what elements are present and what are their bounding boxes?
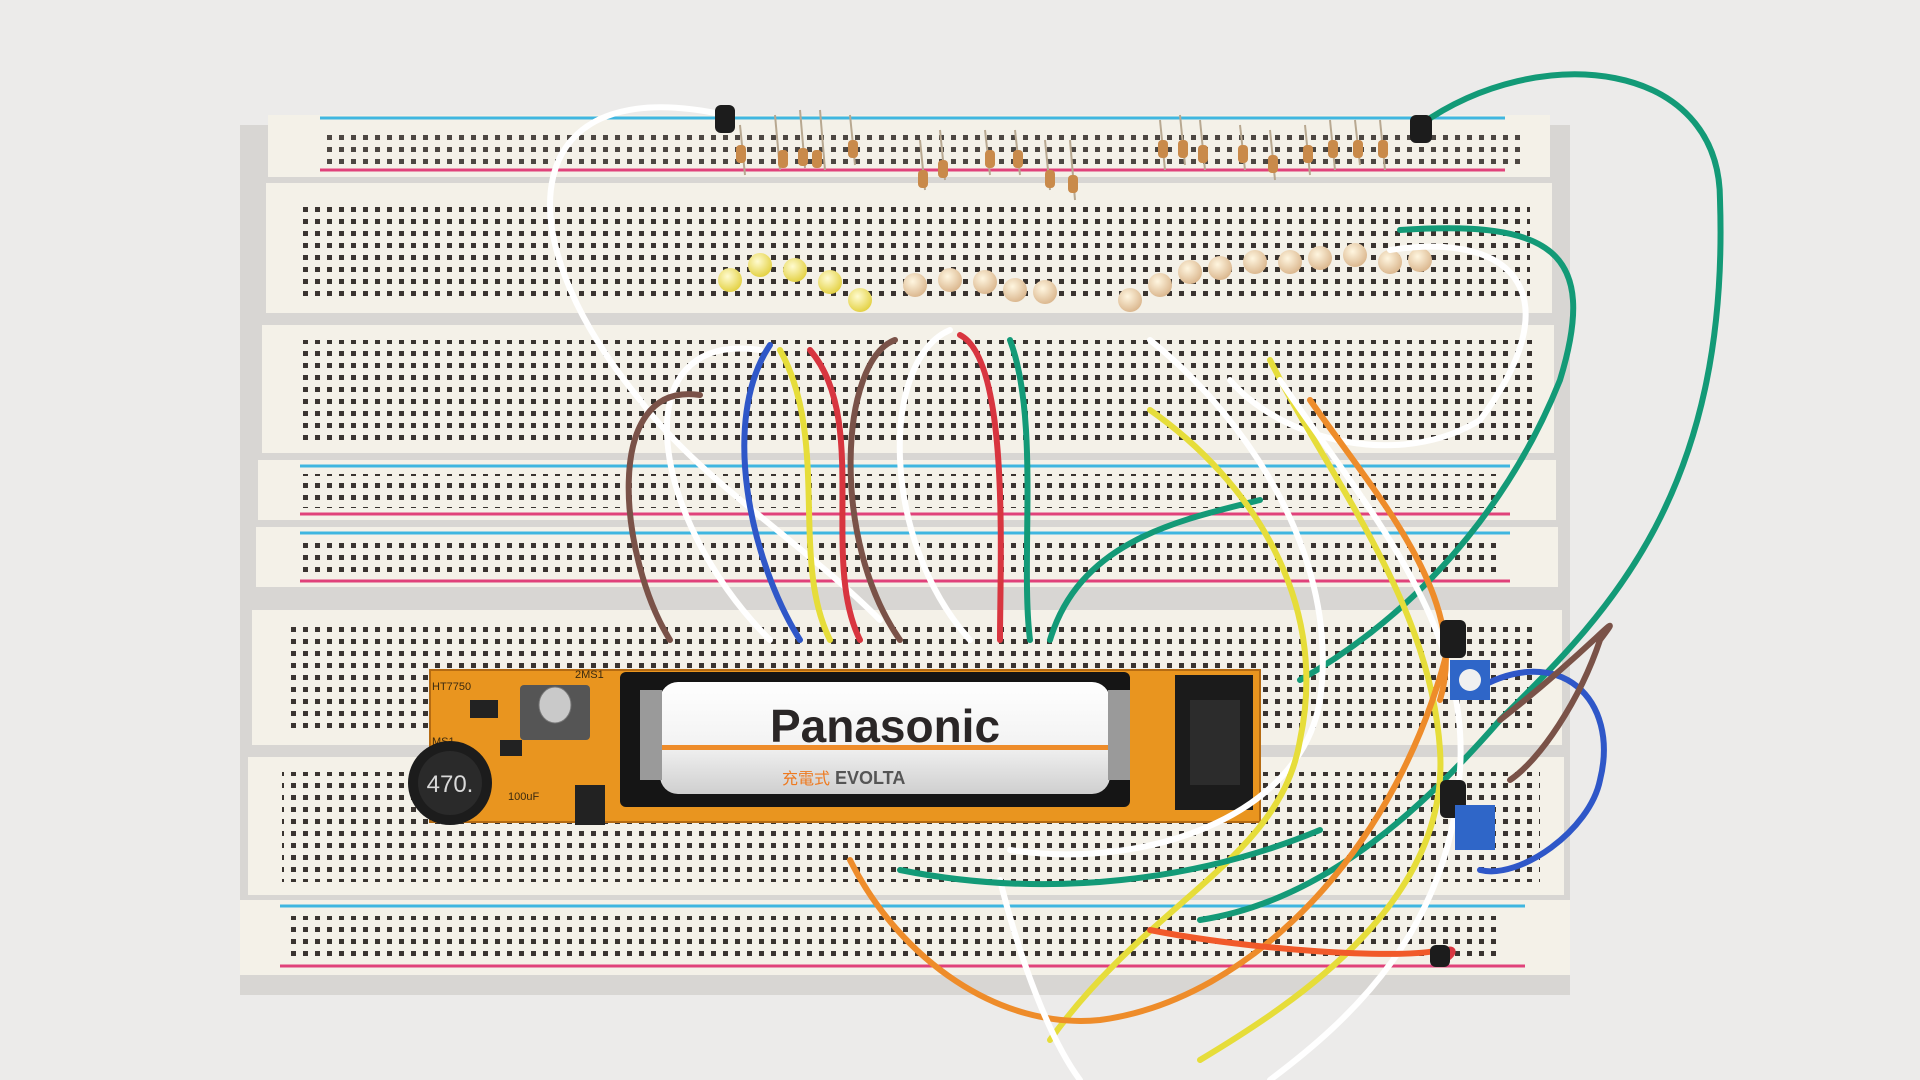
wire-green-1 bbox=[1007, 337, 1033, 643]
pcb-label-diode: 2MS1 bbox=[575, 669, 604, 681]
wire-white-5 bbox=[1007, 337, 1326, 858]
battery-brand: Panasonic bbox=[770, 700, 1000, 752]
wire-brown-1 bbox=[625, 391, 703, 643]
battery-series-prefix: 充電式 bbox=[782, 770, 830, 788]
wire-yellow-1 bbox=[777, 347, 833, 643]
wire-red-1 bbox=[807, 347, 863, 643]
resistor-bodies bbox=[736, 140, 1388, 193]
wire-red-2 bbox=[957, 332, 1004, 643]
wire-brown-3 bbox=[1497, 622, 1613, 783]
wire-white-3 bbox=[896, 327, 973, 643]
wire-white-1 bbox=[547, 104, 883, 623]
battery-series: EVOLTA bbox=[835, 768, 905, 788]
wire-green-2 bbox=[1047, 497, 1263, 643]
wire-yellow-3 bbox=[1197, 357, 1444, 1063]
wire-green-5 bbox=[897, 827, 1323, 888]
inductor-marking: 470. bbox=[427, 771, 474, 798]
wire-white-2 bbox=[664, 345, 773, 643]
wire-blue-2 bbox=[1472, 668, 1607, 875]
pcb-label-cap: 100uF bbox=[508, 791, 539, 803]
leds-yellow bbox=[718, 253, 872, 312]
jumper-wires bbox=[547, 71, 1724, 1080]
wire-brown-2 bbox=[847, 337, 903, 643]
wire-white-6 bbox=[1267, 377, 1464, 1080]
pcb-label-ht7750: HT7750 bbox=[432, 681, 471, 693]
leds-white bbox=[903, 243, 1432, 312]
wire-orange-2 bbox=[847, 637, 1453, 1024]
wire-blue-1 bbox=[741, 342, 803, 643]
trimmer-pots bbox=[1450, 660, 1495, 850]
wire-green-3 bbox=[1197, 71, 1724, 923]
inductor: 470. bbox=[408, 741, 492, 825]
battery: Panasonic 充電式 EVOLTA bbox=[620, 672, 1130, 807]
wire-green-4 bbox=[1297, 225, 1577, 683]
wire-orange-3 bbox=[1147, 927, 1443, 957]
wire-white-7 bbox=[997, 877, 1083, 1080]
wire-white-4 bbox=[1227, 243, 1529, 449]
